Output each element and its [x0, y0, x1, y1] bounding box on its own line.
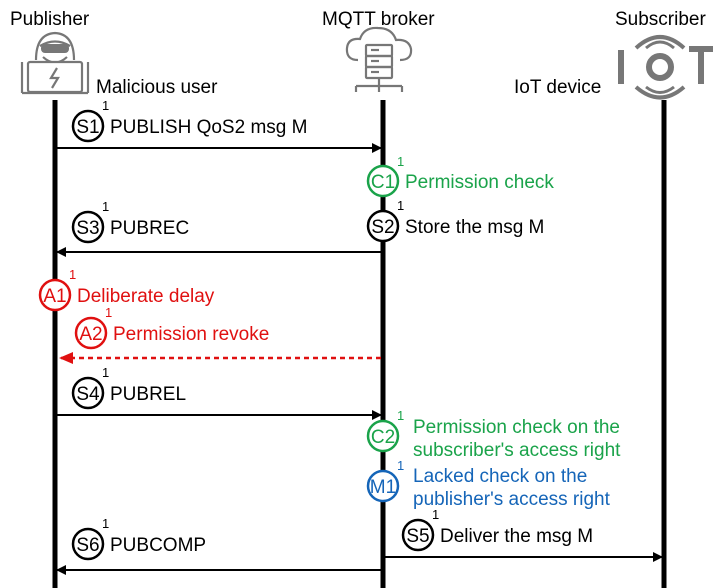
broker-label: MQTT broker — [322, 9, 435, 30]
step-s3-text: PUBREC — [110, 218, 189, 239]
step-s4-text: PUBREL — [110, 384, 186, 405]
step-s6: S6 1 PUBCOMP — [71, 516, 206, 561]
step-s5: S5 1 Deliver the msg M — [401, 507, 593, 552]
subscriber-role: IoT device — [514, 77, 601, 98]
step-s4-tag: S4 — [76, 384, 100, 405]
step-a1-text: Deliberate delay — [77, 286, 215, 307]
step-m1-line1: Lacked check on the — [413, 466, 587, 487]
step-c2-line2: subscriber's access right — [413, 440, 621, 461]
step-a2-text: Permission revoke — [113, 324, 269, 345]
step-s6-tag: S6 — [76, 535, 99, 556]
cloud-server-icon — [345, 26, 413, 92]
step-a2-sup: 1 — [105, 305, 112, 320]
iot-logo-icon — [618, 35, 713, 100]
step-a1: A1 1 Deliberate delay — [38, 267, 215, 312]
step-s6-text: PUBCOMP — [110, 535, 206, 556]
step-s5-text: Deliver the msg M — [440, 526, 593, 547]
step-s2-text: Store the msg M — [405, 217, 544, 238]
step-s5-tag: S5 — [406, 526, 429, 547]
subscriber-label: Subscriber — [615, 9, 706, 30]
step-c2: C2 1 Permission check on the subscriber'… — [366, 408, 621, 461]
step-a2-tag: A2 — [79, 324, 102, 345]
step-c1-tag: C1 — [371, 172, 395, 193]
step-s3: S3 1 PUBREC — [71, 199, 189, 244]
hacker-laptop-icon — [20, 31, 90, 95]
step-s4-sup: 1 — [102, 365, 109, 380]
step-s6-sup: 1 — [102, 516, 109, 531]
step-c1-sup: 1 — [397, 154, 404, 169]
step-m1-line2: publisher's access right — [413, 489, 611, 510]
step-m1-sup: 1 — [397, 458, 404, 473]
step-a1-sup: 1 — [69, 267, 76, 282]
step-c2-sup: 1 — [397, 408, 404, 423]
step-s1-tag: S1 — [76, 117, 99, 138]
step-s1-sup: 1 — [102, 98, 109, 113]
publisher-label: Publisher — [10, 9, 90, 30]
step-s1: S1 1 PUBLISH QoS2 msg M — [71, 98, 307, 143]
step-s2: S2 1 Store the msg M — [366, 198, 544, 243]
step-s3-tag: S3 — [76, 218, 99, 239]
step-s1-text: PUBLISH QoS2 msg M — [110, 117, 307, 138]
step-c1: C1 1 Permission check — [366, 154, 554, 198]
step-a1-tag: A1 — [43, 286, 66, 307]
step-s3-sup: 1 — [102, 199, 109, 214]
publisher-role: Malicious user — [96, 77, 218, 98]
step-c2-tag: C2 — [371, 427, 395, 448]
step-s5-sup: 1 — [432, 507, 439, 522]
step-s4: S4 1 PUBREL — [71, 365, 186, 410]
step-m1: M1 1 Lacked check on the publisher's acc… — [366, 458, 611, 510]
step-a2: A2 1 Permission revoke — [74, 305, 269, 350]
step-m1-tag: M1 — [370, 477, 396, 498]
step-s2-sup: 1 — [397, 198, 404, 213]
step-c1-text: Permission check — [405, 172, 554, 193]
step-s2-tag: S2 — [371, 217, 394, 238]
step-c2-line1: Permission check on the — [413, 417, 620, 438]
